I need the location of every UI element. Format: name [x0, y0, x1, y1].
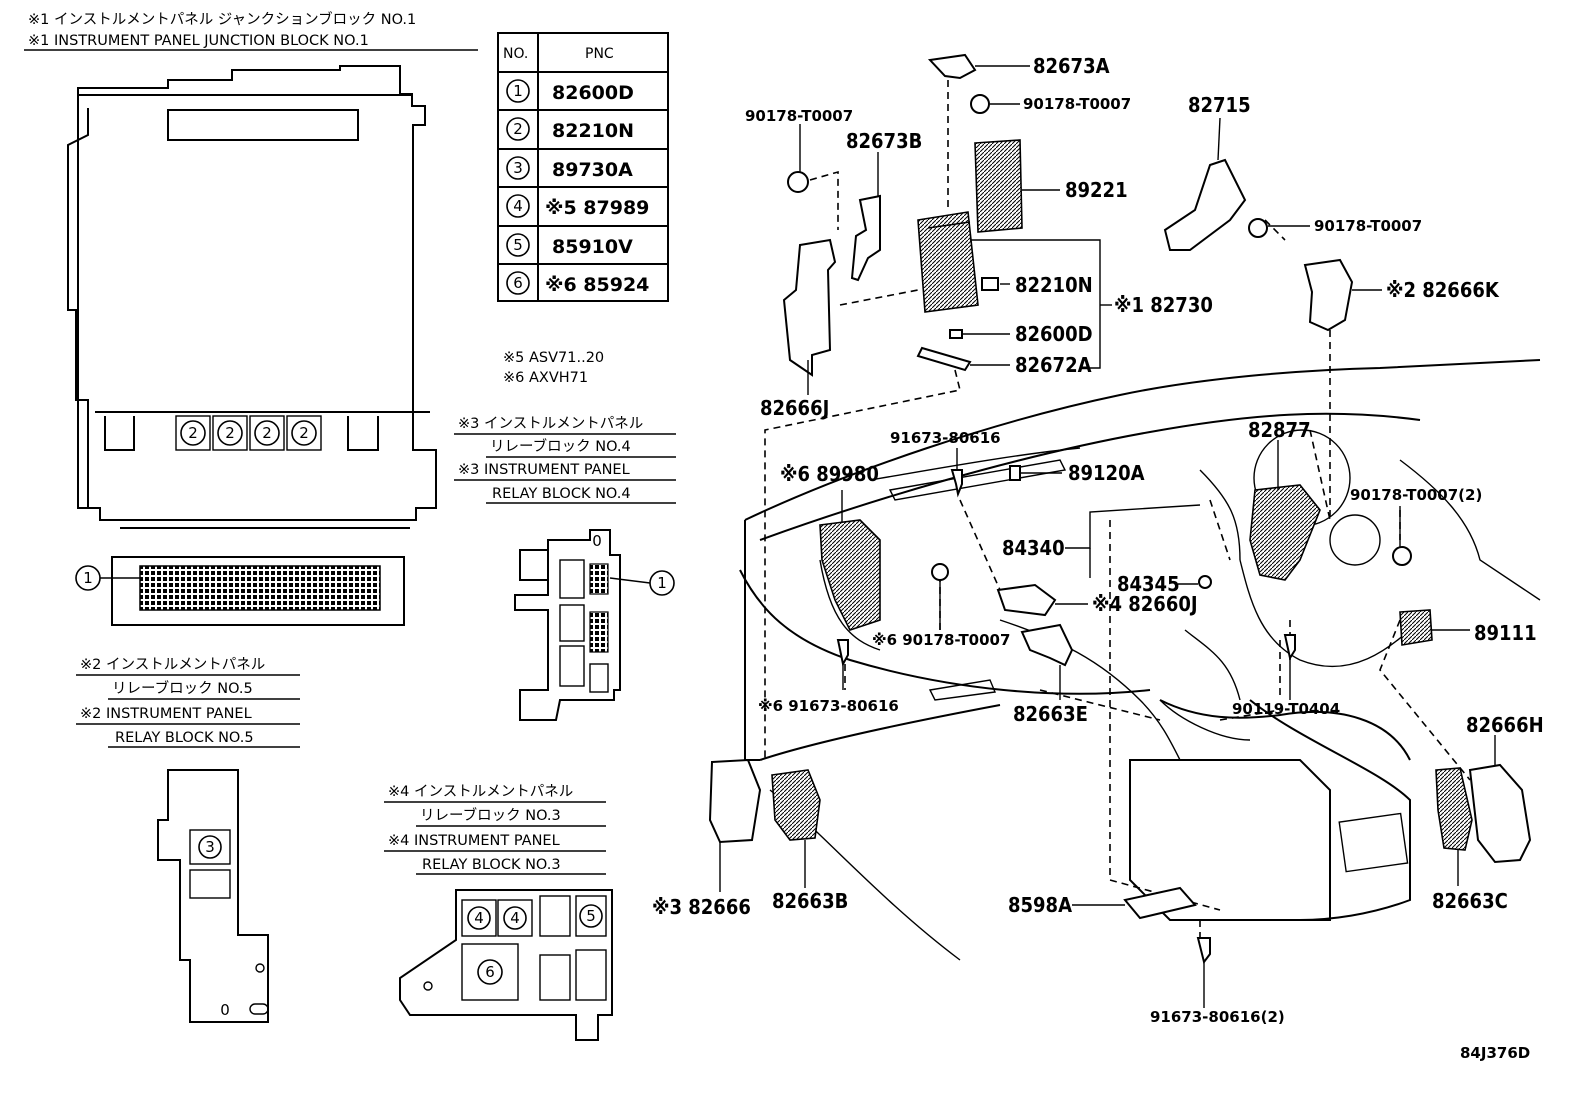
marker-2a: 2 — [188, 424, 198, 442]
marker-6: 6 — [485, 963, 495, 981]
label-90178-2: 90178-T0007(2) — [1350, 486, 1482, 504]
marker-2b: 2 — [225, 424, 235, 442]
table-row-no: 3 — [513, 159, 523, 177]
table-row-pnc: 85910V — [552, 236, 633, 258]
jb1-header-en: ※1 INSTRUMENT PANEL JUNCTION BLOCK NO.1 — [28, 33, 369, 49]
part-labels: 82673A 90178-T0007 90178-T0007 82715 826… — [652, 54, 1544, 1026]
label-82666: ※3 82666 — [652, 895, 751, 919]
label-82715: 82715 — [1188, 93, 1251, 117]
label-82673B: 82673B — [846, 129, 922, 153]
marker-1-rb4: 1 — [657, 574, 667, 592]
relay-block-no4: 0 1 — [514, 529, 675, 721]
label-89120A: 89120A — [1068, 461, 1145, 485]
table-row-no: 5 — [513, 236, 523, 254]
marker-3-rb5: 3 — [205, 838, 215, 856]
table-header-no: NO. — [503, 46, 528, 62]
pnc-table: NO. PNC 1 82600D 2 82210N 3 89730A 4 ※5 … — [497, 32, 669, 302]
rb4-header-jp2: リレーブロック NO.4 — [490, 437, 631, 455]
label-82666K: ※2 82666K — [1386, 278, 1500, 302]
label-82663E: 82663E — [1013, 702, 1088, 726]
label-82210N: 82210N — [1015, 273, 1093, 297]
rb3-header-jp2: リレーブロック NO.3 — [420, 806, 561, 824]
label-82730: ※1 82730 — [1114, 293, 1213, 317]
table-row-no: 4 — [513, 197, 523, 215]
label-89221: 89221 — [1065, 178, 1128, 202]
label-82663C: 82663C — [1432, 889, 1508, 913]
label-82672A: 82672A — [1015, 353, 1092, 377]
rb3-header-en1: ※4 INSTRUMENT PANEL — [388, 833, 560, 849]
label-84345: 84345 — [1117, 572, 1180, 596]
label-82666H: 82666H — [1466, 713, 1544, 737]
table-row-pnc: 89730A — [552, 159, 633, 181]
marker-2c: 2 — [262, 424, 272, 442]
part-shapes — [708, 53, 1532, 965]
label-leaders — [719, 65, 1496, 1008]
table-row-pnc: ※5 87989 — [545, 197, 649, 219]
marker-4b: 4 — [510, 909, 520, 927]
label-89980: ※6 89980 — [780, 462, 879, 486]
label-82600D: 82600D — [1015, 322, 1093, 346]
label-90178-6: ※6 90178-T0007 — [872, 631, 1010, 649]
marker-0-rb4: 0 — [592, 532, 602, 550]
rb5-header-jp1: ※2 インストルメントパネル — [80, 656, 265, 673]
label-8598A: 8598A — [1008, 893, 1072, 917]
marker-1-jb: 1 — [83, 569, 93, 587]
rb4-header-en2: RELAY BLOCK NO.4 — [492, 486, 631, 502]
label-82673A: 82673A — [1033, 54, 1110, 78]
note-5: ※5 ASV71..20 — [503, 350, 604, 366]
label-90178-left: 90178-T0007 — [745, 107, 853, 125]
label-91673-6: ※6 91673-80616 — [758, 697, 899, 715]
dashed-leaders — [764, 80, 1471, 945]
label-90119: 90119-T0404 — [1232, 700, 1340, 718]
rb3-header-en2: RELAY BLOCK NO.3 — [422, 857, 561, 873]
rb5-header-en2: RELAY BLOCK NO.5 — [115, 730, 254, 746]
marker-4a: 4 — [474, 909, 484, 927]
relay-block-no3: 4 4 5 6 — [399, 889, 613, 1041]
label-89111: 89111 — [1474, 621, 1537, 645]
rb4-header-en1: ※3 INSTRUMENT PANEL — [458, 462, 630, 478]
rb3-header-jp1: ※4 インストルメントパネル — [388, 783, 573, 800]
label-82660J: ※4 82660J — [1092, 592, 1198, 616]
rb5-header-jp2: リレーブロック NO.5 — [112, 679, 253, 697]
label-82877: 82877 — [1248, 418, 1311, 442]
junction-block-no1: 2 2 2 2 1 — [67, 65, 437, 626]
label-82663B: 82663B — [772, 889, 848, 913]
jb1-header-jp: ※1 インストルメントパネル ジャンクションブロック NO.1 — [28, 10, 416, 28]
marker-0-rb5: 0 — [220, 1001, 230, 1019]
marker-5: 5 — [586, 907, 596, 925]
diagram-id: 84J376D — [1460, 1044, 1530, 1062]
label-82666J: 82666J — [760, 396, 829, 420]
label-91673-2: 91673-80616(2) — [1150, 1008, 1285, 1026]
label-91673-a: 91673-80616 — [890, 429, 1001, 447]
table-row-pnc: 82600D — [552, 82, 634, 104]
label-90178-top: 90178-T0007 — [1023, 95, 1131, 113]
table-row-no: 1 — [513, 82, 523, 100]
label-84340: 84340 — [1002, 536, 1065, 560]
note-6: ※6 AXVH71 — [503, 370, 588, 386]
rb4-header-jp1: ※3 インストルメントパネル — [458, 415, 643, 432]
table-row-no: 2 — [513, 120, 523, 138]
table-row-pnc: 82210N — [552, 120, 634, 142]
relay-block-no5: 3 0 — [157, 769, 269, 1023]
marker-2d: 2 — [299, 424, 309, 442]
label-90178-right: 90178-T0007 — [1314, 217, 1422, 235]
table-row-no: 6 — [513, 274, 523, 292]
dashboard-outline — [739, 359, 1541, 961]
rb5-header-en1: ※2 INSTRUMENT PANEL — [80, 706, 252, 722]
table-header-pnc: PNC — [585, 46, 614, 62]
table-row-pnc: ※6 85924 — [545, 274, 649, 296]
